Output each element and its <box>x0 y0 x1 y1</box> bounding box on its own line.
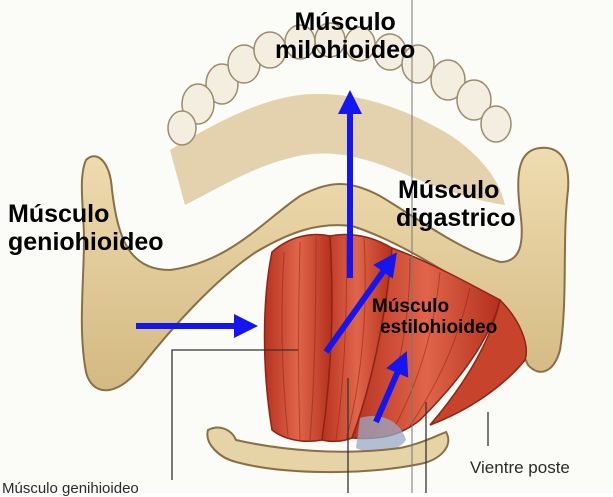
label-line: estilohioideo <box>372 317 497 338</box>
label-musculo-digastrico: Músculo digastrico <box>396 176 515 232</box>
label-musculo-geniohioideo: Músculo geniohioideo <box>8 200 164 256</box>
label-musculo-milohioideo: Músculo milohioideo <box>275 8 415 64</box>
label-line: Músculo <box>396 176 515 204</box>
label-line: Músculo <box>372 296 497 317</box>
label-line: Músculo <box>8 200 164 228</box>
label-line: Músculo <box>275 8 415 36</box>
printed-caption-left: Músculo genihioideo <box>2 480 139 497</box>
label-musculo-estilohioideo: Músculo estilohioideo <box>372 296 497 339</box>
label-line: geniohioideo <box>8 228 164 256</box>
label-line: milohioideo <box>275 36 415 64</box>
printed-caption-right: Vientre poste <box>470 458 570 478</box>
label-line: digastrico <box>396 204 515 232</box>
